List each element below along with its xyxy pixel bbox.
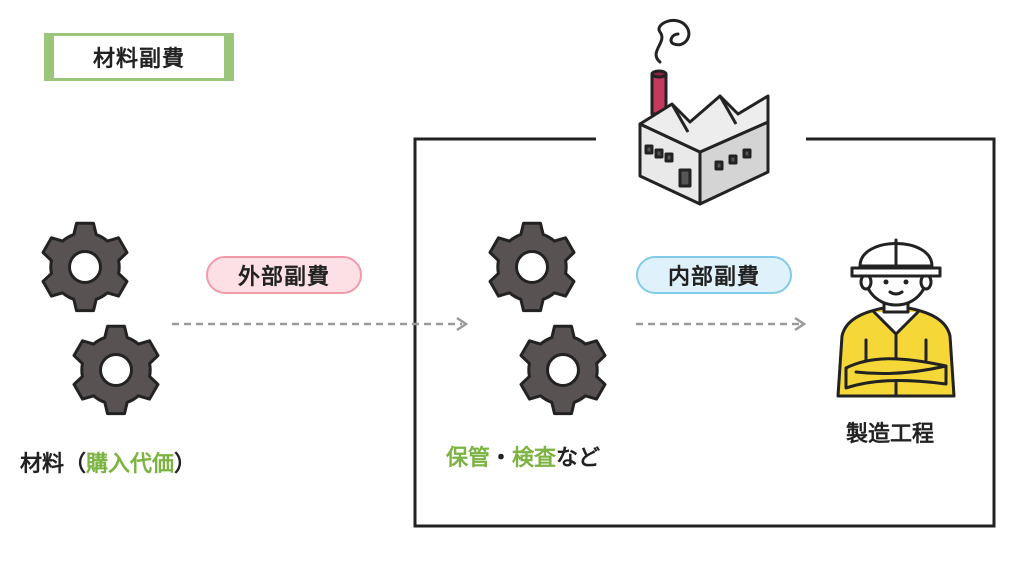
material-label-prefix: 材料（ xyxy=(20,452,87,477)
storage-label-separator: ・ xyxy=(490,446,513,471)
internal-cost-label: 内部副費 xyxy=(667,265,760,290)
storage-label-part1: 保管 xyxy=(446,446,491,471)
gear-icon xyxy=(488,221,576,313)
arrow-external xyxy=(172,316,469,332)
title-tag: 材料副費 xyxy=(44,33,234,81)
external-cost-label: 外部副費 xyxy=(237,265,330,290)
worker-icon xyxy=(836,238,956,398)
storage-label: 保管・検査など xyxy=(446,440,600,472)
gear-icon xyxy=(72,324,160,416)
material-label-highlight: 購入代価 xyxy=(86,452,175,477)
internal-cost-badge: 内部副費 xyxy=(636,256,792,294)
page-title: 材料副費 xyxy=(92,47,185,72)
process-label: 製造工程 xyxy=(846,422,935,447)
storage-label-part2: 検査 xyxy=(512,446,557,471)
external-cost-badge: 外部副費 xyxy=(206,256,362,294)
storage-label-suffix: など xyxy=(556,446,601,471)
gear-icon xyxy=(41,221,129,313)
material-label: 材料（購入代価） xyxy=(20,446,196,478)
factory-icon xyxy=(638,19,770,206)
arrow-internal xyxy=(636,316,807,332)
gear-icon xyxy=(519,324,607,416)
material-label-suffix: ） xyxy=(174,452,197,477)
frame-box xyxy=(413,137,996,528)
